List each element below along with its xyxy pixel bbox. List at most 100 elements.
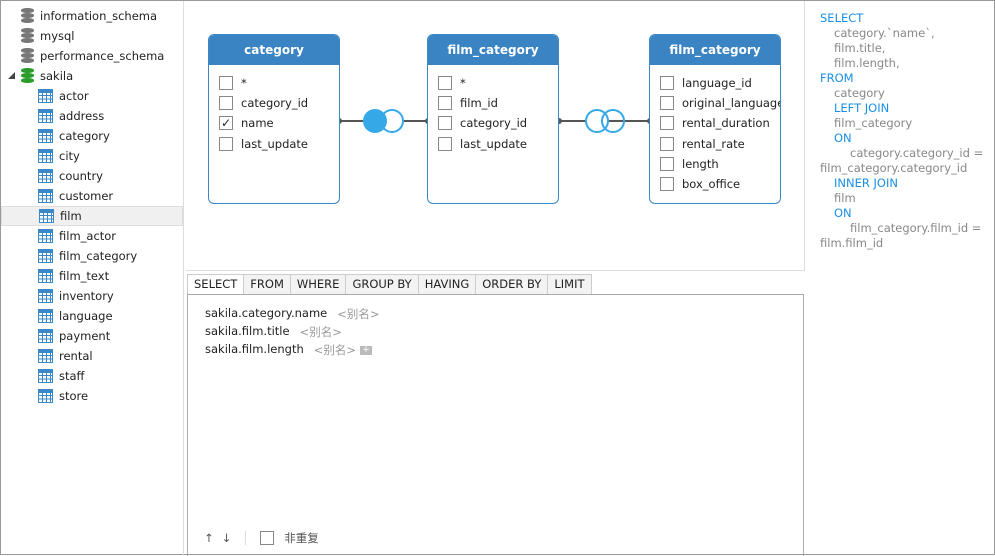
- tab-having[interactable]: HAVING: [418, 274, 477, 295]
- field-row[interactable]: *: [219, 74, 247, 92]
- field-row[interactable]: category_id: [219, 94, 308, 112]
- field-row[interactable]: ✓name: [219, 114, 274, 132]
- tree-table-film_text[interactable]: film_text: [38, 266, 109, 286]
- tab-order-by[interactable]: ORDER BY: [476, 274, 549, 295]
- field-row[interactable]: original_language_id: [660, 94, 780, 112]
- table-icon: [38, 89, 53, 103]
- alias-placeholder[interactable]: <别名>: [299, 325, 342, 339]
- tree-table-film[interactable]: film: [1, 206, 183, 226]
- field-checkbox[interactable]: [438, 136, 452, 151]
- field-checkbox[interactable]: [660, 136, 674, 151]
- table-box-film_category[interactable]: film_category language_id original_languag…: [649, 34, 781, 204]
- field-row[interactable]: last_update: [219, 135, 308, 153]
- field-checkbox[interactable]: [219, 96, 233, 111]
- table-icon: [38, 369, 53, 383]
- db-label: sakila: [40, 69, 74, 83]
- field-checkbox[interactable]: [660, 177, 674, 191]
- field-checkbox[interactable]: [660, 96, 674, 111]
- tree-table-film_category[interactable]: film_category: [38, 246, 137, 266]
- table-icon: [38, 249, 53, 263]
- expand-arrow-icon[interactable]: [8, 72, 15, 79]
- field-row[interactable]: language_id: [660, 74, 752, 92]
- tree-table-address[interactable]: address: [38, 106, 104, 126]
- field-name: category_id: [241, 96, 309, 111]
- field-row[interactable]: rental_duration: [660, 114, 770, 132]
- tab-limit[interactable]: LIMIT: [548, 274, 592, 295]
- tab-select[interactable]: SELECT: [187, 274, 245, 295]
- field-expression[interactable]: sakila.film.length: [205, 342, 304, 356]
- sql-line: film: [834, 191, 856, 205]
- table-label: city: [59, 149, 80, 163]
- tree-db-information_schema[interactable]: information_schema: [21, 6, 157, 26]
- tree-table-country[interactable]: country: [38, 166, 103, 186]
- field-checkbox[interactable]: ✓: [219, 116, 233, 131]
- table-title[interactable]: film_category: [428, 35, 558, 65]
- table-icon: [38, 109, 53, 123]
- tree-table-category[interactable]: category: [38, 126, 110, 146]
- table-label: country: [59, 169, 103, 183]
- field-checkbox[interactable]: [438, 116, 452, 131]
- field-checkbox[interactable]: [438, 96, 452, 111]
- database-icon: [21, 48, 34, 64]
- tree-table-city[interactable]: city: [38, 146, 80, 166]
- sql-line: film.length,: [834, 56, 900, 70]
- field-checkbox[interactable]: [660, 156, 674, 171]
- table-title[interactable]: film_category: [650, 35, 780, 65]
- tree-table-film_actor[interactable]: film_actor: [38, 226, 116, 246]
- tab-from[interactable]: FROM: [244, 274, 291, 295]
- sql-line: film_category.category_id: [820, 161, 968, 175]
- select-field-row[interactable]: sakila.film.length <别名>+: [205, 342, 373, 358]
- table-label: film: [60, 209, 82, 223]
- tree-table-language[interactable]: language: [38, 306, 113, 326]
- tree-table-customer[interactable]: customer: [38, 186, 113, 206]
- field-row[interactable]: rental_rate: [660, 135, 745, 153]
- database-icon: [21, 28, 34, 44]
- tree-table-actor[interactable]: actor: [38, 86, 89, 106]
- db-label: performance_schema: [40, 49, 165, 63]
- field-row[interactable]: film_id: [438, 94, 498, 112]
- tree-db-performance_schema[interactable]: performance_schema: [21, 46, 164, 66]
- field-row[interactable]: category_id: [438, 114, 527, 132]
- alias-placeholder[interactable]: <别名>: [313, 343, 357, 357]
- table-icon: [38, 149, 53, 163]
- select-editor[interactable]: ↑↓ 非重复 sakila.category.name<别名>sakila.fi…: [187, 294, 804, 556]
- sql-line: film_category.film_id =: [850, 221, 982, 235]
- field-checkbox[interactable]: [438, 76, 452, 90]
- field-name: length: [682, 156, 719, 171]
- table-title[interactable]: category: [209, 35, 339, 65]
- alias-placeholder[interactable]: <别名>: [337, 307, 380, 321]
- field-expression[interactable]: sakila.film.title: [205, 324, 290, 338]
- table-box-category[interactable]: category * category_id ✓name last_update: [208, 34, 340, 204]
- field-expression[interactable]: sakila.category.name: [205, 306, 328, 320]
- select-field-row[interactable]: sakila.category.name <别名>: [205, 306, 380, 322]
- table-icon: [38, 129, 53, 143]
- tree-table-store[interactable]: store: [38, 386, 88, 406]
- field-row[interactable]: last_update: [438, 135, 527, 153]
- table-label: rental: [59, 349, 93, 363]
- field-checkbox[interactable]: [219, 76, 233, 90]
- tab-where[interactable]: WHERE: [290, 274, 347, 295]
- tree-table-staff[interactable]: staff: [38, 366, 84, 386]
- tree-table-rental[interactable]: rental: [38, 346, 93, 366]
- field-checkbox[interactable]: [660, 116, 674, 131]
- tree-db-mysql[interactable]: mysql: [21, 26, 75, 46]
- tree-table-payment[interactable]: payment: [38, 326, 110, 346]
- field-row[interactable]: length: [660, 155, 719, 173]
- move-down-icon[interactable]: ↓: [221, 531, 232, 545]
- field-row[interactable]: box_office: [660, 175, 740, 193]
- table-label: actor: [59, 89, 89, 103]
- table-label: store: [59, 389, 89, 403]
- tree-table-inventory[interactable]: inventory: [38, 286, 114, 306]
- field-checkbox[interactable]: [219, 136, 233, 151]
- select-field-row[interactable]: sakila.film.title <别名>: [205, 324, 342, 340]
- add-field-icon[interactable]: +: [360, 346, 373, 355]
- field-checkbox[interactable]: [660, 76, 674, 90]
- move-up-icon[interactable]: ↑: [204, 531, 214, 545]
- table-box-film_category[interactable]: film_category * film_id category_id last_upd…: [427, 34, 559, 204]
- distinct-checkbox[interactable]: [260, 531, 275, 545]
- tree-db-sakila[interactable]: sakila: [21, 66, 73, 86]
- tab-group-by[interactable]: GROUP BY: [346, 274, 419, 295]
- field-row[interactable]: *: [438, 74, 466, 92]
